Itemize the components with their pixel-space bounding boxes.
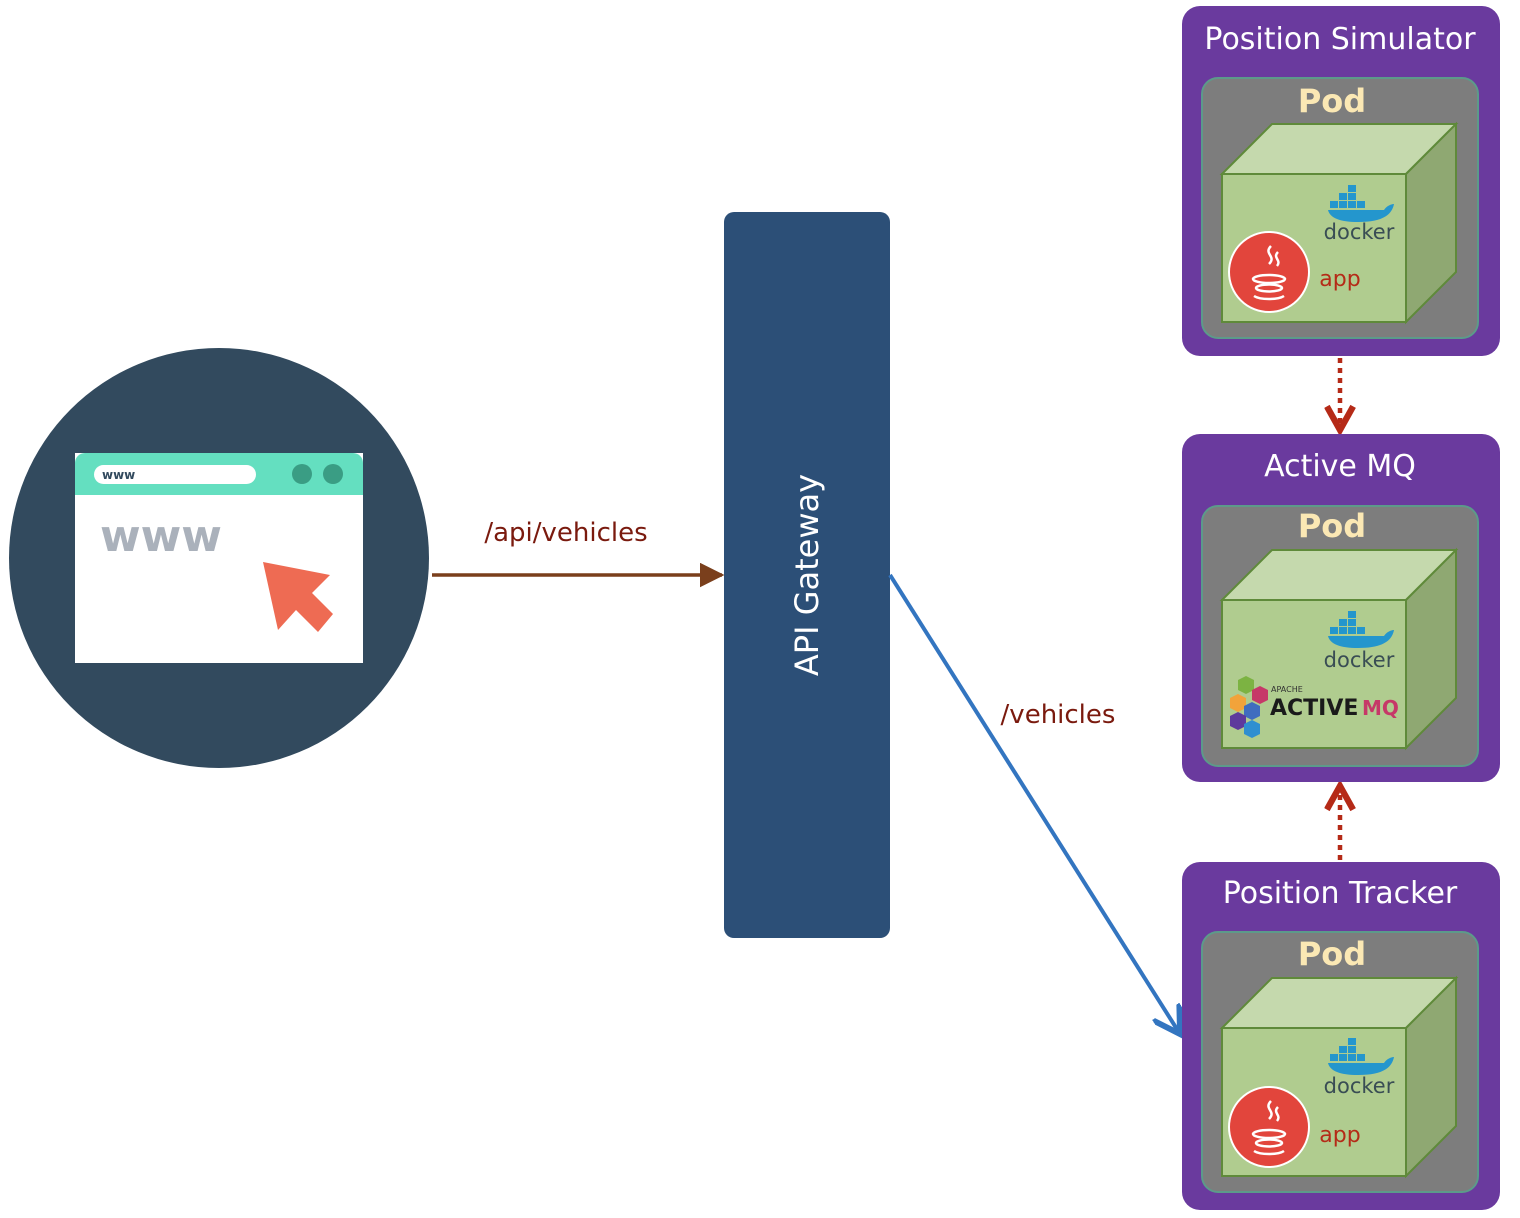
pod-label: Pod <box>1298 935 1366 973</box>
cursor-icon <box>263 562 333 632</box>
docker-icon <box>1328 185 1394 222</box>
activemq-small-text: APACHE <box>1271 685 1303 694</box>
browser-url-bar <box>94 465 256 484</box>
url-bar-text: www <box>102 468 135 482</box>
api-gateway <box>724 212 890 938</box>
pod-label: Pod <box>1298 507 1366 545</box>
docker-label: docker <box>1324 648 1395 672</box>
activemq-suffix-text: MQ <box>1362 696 1399 720</box>
java-icon <box>1228 1086 1310 1168</box>
service-position-tracker: Position Tracker Pod docker app <box>1182 862 1500 1210</box>
service-title: Active MQ <box>1264 449 1416 484</box>
app-label: app <box>1319 267 1360 292</box>
client-browser: www www <box>9 348 429 768</box>
edge-label-api-vehicles: /api/vehicles <box>484 518 647 548</box>
browser-dot-icon <box>292 464 312 484</box>
app-label: app <box>1319 1123 1360 1148</box>
api-gateway-label: API Gateway <box>788 474 826 676</box>
activemq-icon <box>1230 676 1268 738</box>
pod-label: Pod <box>1298 82 1366 120</box>
service-active-mq: Active MQ Pod docker APACHE ACTIVE <box>1182 434 1500 782</box>
docker-label: docker <box>1324 220 1395 244</box>
container-cube <box>1219 975 1459 1179</box>
edge-label-vehicles: /vehicles <box>1001 700 1116 730</box>
route-arrow <box>888 573 1180 1034</box>
service-title: Position Tracker <box>1223 876 1458 911</box>
service-title: Position Simulator <box>1204 22 1476 57</box>
service-position-simulator: Position Simulator Pod docker app <box>1182 6 1500 356</box>
browser-dot-icon <box>323 464 343 484</box>
docker-icon <box>1328 1038 1394 1075</box>
java-icon <box>1228 231 1310 313</box>
docker-icon <box>1328 611 1394 648</box>
browser-page-text: www <box>100 511 222 562</box>
activemq-main-text: ACTIVE <box>1270 696 1358 721</box>
docker-label: docker <box>1324 1074 1395 1098</box>
